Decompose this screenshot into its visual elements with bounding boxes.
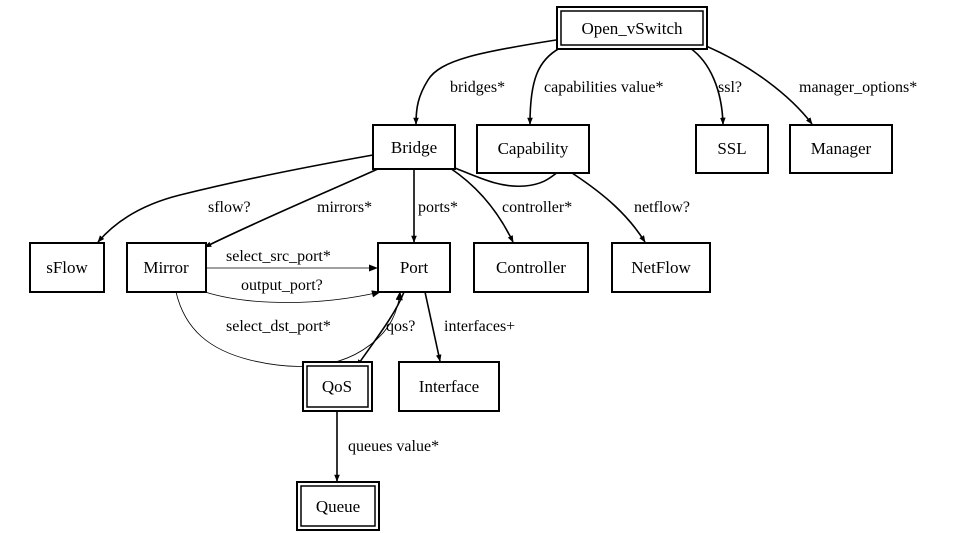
edges <box>97 39 813 482</box>
node-mirror[interactable]: Mirror <box>126 242 207 293</box>
label-netflow: netflow? <box>634 199 690 216</box>
node-qos-label: QoS <box>322 377 352 396</box>
label-queues: queues value* <box>348 438 439 455</box>
label-ssl: ssl? <box>718 79 742 96</box>
label-bridges: bridges* <box>450 79 505 96</box>
node-interface[interactable]: Interface <box>398 361 500 412</box>
label-select-dst-port: select_dst_port* <box>226 318 331 335</box>
node-mirror-label: Mirror <box>143 258 189 277</box>
node-capability-label: Capability <box>498 139 569 158</box>
label-select-src-port: select_src_port* <box>226 248 331 265</box>
label-interfaces: interfaces+ <box>444 318 515 335</box>
node-open-vswitch[interactable]: Open_vSwitch <box>556 6 708 50</box>
node-sflow[interactable]: sFlow <box>29 242 105 293</box>
edge-ssl <box>689 47 726 125</box>
label-manager-options: manager_options* <box>799 79 917 96</box>
edge-output-port <box>204 290 381 303</box>
node-queue-label: Queue <box>316 497 360 516</box>
node-manager-label: Manager <box>811 139 872 158</box>
node-controller[interactable]: Controller <box>473 242 589 293</box>
node-interface-label: Interface <box>419 377 479 396</box>
edge-manager-options <box>705 45 813 125</box>
edge-sflow <box>97 154 374 243</box>
nodes: Open_vSwitch Bridge Capability SSL Manag… <box>29 6 893 531</box>
node-sflow-label: sFlow <box>46 258 88 277</box>
node-port[interactable]: Port <box>377 242 451 293</box>
node-open-vswitch-label: Open_vSwitch <box>581 19 683 38</box>
label-sflow: sflow? <box>208 199 251 216</box>
label-controller: controller* <box>502 199 572 216</box>
node-controller-label: Controller <box>496 258 566 277</box>
node-netflow-label: NetFlow <box>631 258 691 277</box>
label-ports: ports* <box>418 199 458 216</box>
node-queue[interactable]: Queue <box>296 481 380 531</box>
node-ssl-label: SSL <box>717 139 746 158</box>
node-bridge-label: Bridge <box>391 138 437 157</box>
edge-bridges <box>413 39 557 125</box>
node-capability[interactable]: Capability <box>476 124 590 174</box>
edge-capabilities <box>527 47 561 125</box>
node-qos[interactable]: QoS <box>302 361 373 412</box>
edge-controller <box>449 167 514 243</box>
edge-mirrors <box>204 167 381 248</box>
label-qos: qos? <box>386 318 415 335</box>
label-mirrors: mirrors* <box>317 199 372 216</box>
node-manager[interactable]: Manager <box>789 124 893 174</box>
label-output-port: output_port? <box>241 277 323 294</box>
node-port-label: Port <box>400 258 429 277</box>
edge-qos <box>356 291 405 367</box>
node-ssl[interactable]: SSL <box>695 124 769 174</box>
edge-labels: bridges* capabilities value* ssl? manage… <box>208 79 917 455</box>
node-bridge[interactable]: Bridge <box>372 124 456 170</box>
edge-interfaces <box>424 291 442 362</box>
node-netflow[interactable]: NetFlow <box>611 242 711 293</box>
label-capabilities: capabilities value* <box>544 79 664 96</box>
